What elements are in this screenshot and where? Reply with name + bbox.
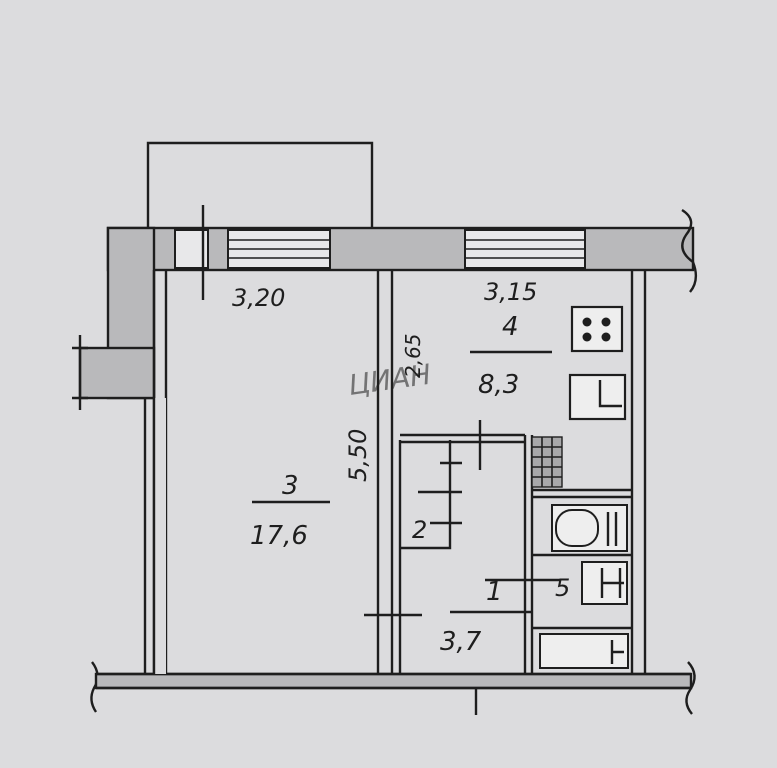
room1-number: 1 — [486, 577, 503, 607]
room5-number: 5 — [555, 574, 570, 602]
room3-length-label: 5,50 — [344, 429, 372, 482]
room4-depth-label: 2,65 — [401, 333, 425, 378]
bathtub-icon — [551, 504, 628, 552]
room3-number: 3 — [282, 471, 299, 501]
balcony — [146, 141, 374, 228]
room3-left-wall — [143, 270, 168, 674]
room4-number: 4 — [502, 312, 519, 342]
toilet-icon — [581, 561, 628, 605]
room3-width-label: 3,20 — [232, 284, 285, 312]
stove-icon — [570, 305, 624, 353]
room2-number: 2 — [412, 516, 427, 544]
tiled-area — [531, 436, 563, 488]
balcony-door — [174, 205, 209, 300]
top-exterior-wall — [72, 226, 695, 410]
room4-width-label: 3,15 — [484, 278, 537, 306]
bottom-exterior-wall — [94, 672, 693, 690]
wall-break-marks — [90, 208, 698, 715]
partition-room3-room4 — [364, 270, 422, 674]
window-left — [227, 229, 331, 269]
room1-area: 3,7 — [440, 627, 482, 657]
room3-area: 17,6 — [250, 521, 308, 551]
window-right — [464, 229, 586, 269]
sink-icon — [568, 373, 627, 421]
right-wall — [630, 270, 647, 674]
washbasin-icon — [539, 633, 629, 669]
room4-area: 8,3 — [478, 370, 519, 400]
